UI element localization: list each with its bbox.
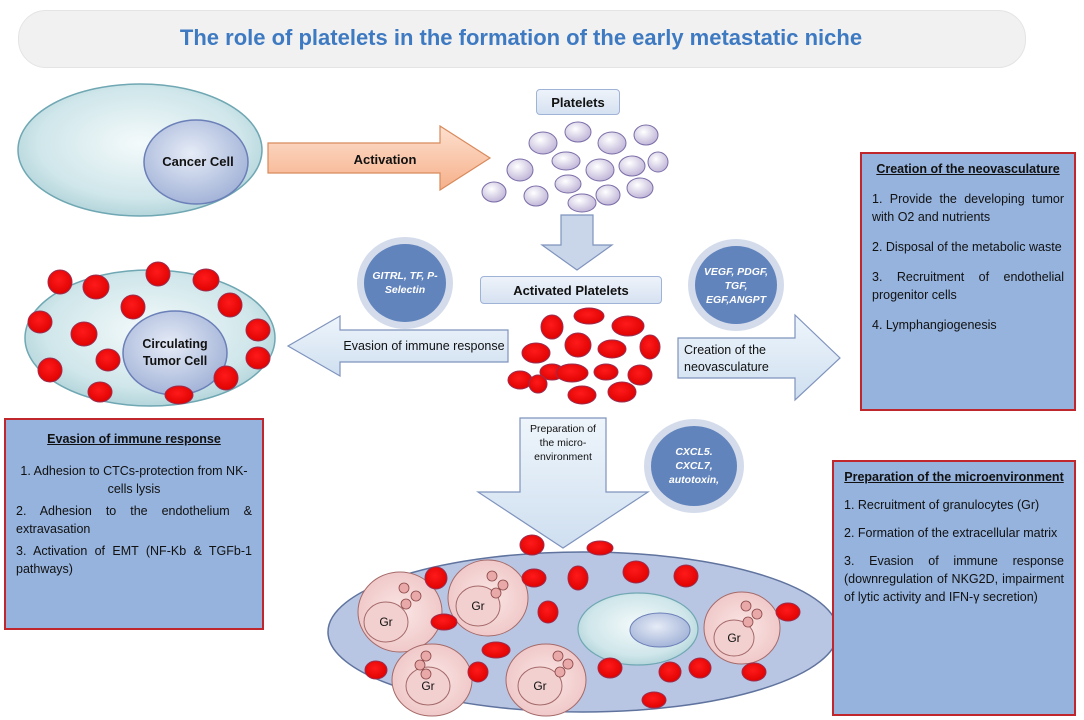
page-title: The role of platelets in the formation o… (179, 25, 863, 50)
evasion-arrow-label: Evasion of immune response (343, 339, 505, 353)
activated-platelets-label: Activated Platelets (480, 276, 662, 304)
neovasculature-item-1: 1. Provide the developing tumor with O2 … (872, 192, 1064, 224)
microenvironment-box: Preparation of the microenvironment 1. R… (832, 460, 1076, 716)
resting-platelets (481, 121, 669, 213)
cancer-cell-nucleus (143, 119, 249, 205)
activation-arrow (267, 124, 492, 192)
neovasculature-item-3: 3. Recruitment of endothelial progenitor… (872, 270, 1064, 302)
badge-right-text: VEGF, PDGF, TGF, EGF,ANGPT (703, 266, 769, 306)
gr-label: Gr (379, 615, 392, 629)
gr-labels: Gr Gr Gr Gr Gr (379, 599, 740, 693)
gr-label: Gr (533, 679, 546, 693)
niche-platelets (364, 534, 801, 709)
activated-platelets-cluster (507, 307, 661, 405)
gr-label: Gr (727, 631, 740, 645)
badge-left-text: GITRL, TF, P-Selectin (372, 270, 438, 296)
neovasculature-box: Creation of the neovasculature 1. Provid… (860, 152, 1076, 411)
microenvironment-item-3: 3. Evasion of immune response (downregul… (844, 554, 1064, 604)
microenvironment-arrow (475, 417, 651, 549)
microenvironment-box-title: Preparation of the microenvironment (844, 470, 1064, 484)
immune-item-2: 2. Adhesion to the endothelium & extrava… (16, 504, 252, 536)
endothelial-nucleus (629, 612, 691, 648)
badge-bottom (651, 426, 737, 506)
ctc-bound-platelets (27, 261, 271, 405)
gr-label: Gr (471, 599, 484, 613)
neovasculature-arrow-label: Creation of the neovasculature (684, 343, 769, 374)
badge-right (695, 246, 777, 324)
neovasculature-box-title: Creation of the neovasculature (876, 162, 1060, 176)
platelets-down-arrow (540, 214, 614, 271)
immune-box-title: Evasion of immune response (47, 432, 221, 446)
badge-bottom-text: CXCL5. CXCL7, autotoxin, (668, 446, 720, 486)
badge-left (364, 244, 446, 322)
activation-label: Activation (353, 151, 417, 167)
microenvironment-item-2: 2. Formation of the extracellular matrix (844, 526, 1058, 540)
immune-item-1: 1. Adhesion to CTCs-protection from NK-c… (20, 464, 248, 496)
neovasculature-arrow (677, 313, 841, 402)
microenvironment-arrow-label: Preparation of the micro- environment (530, 423, 596, 463)
immune-box: Evasion of immune response 1. Adhesion t… (4, 418, 264, 630)
granulocytes (357, 559, 781, 717)
neovasculature-item-2: 2. Disposal of the metabolic waste (872, 240, 1062, 254)
platelets-label: Platelets (536, 89, 620, 115)
neovasculature-item-4: 4. Lymphangiogenesis (872, 318, 997, 332)
microenvironment-item-1: 1. Recruitment of granulocytes (Gr) (844, 498, 1040, 512)
title-bar (18, 10, 1026, 68)
circulating-tumor-cell-label: Circulating Tumor Cell (142, 337, 208, 368)
gr-label: Gr (421, 679, 434, 693)
cancer-cell-label: Cancer Cell (162, 154, 234, 169)
evasion-arrow (286, 314, 509, 378)
immune-item-3: 3. Activation of EMT (NF-Kb & TGFb-1 pat… (16, 544, 252, 576)
